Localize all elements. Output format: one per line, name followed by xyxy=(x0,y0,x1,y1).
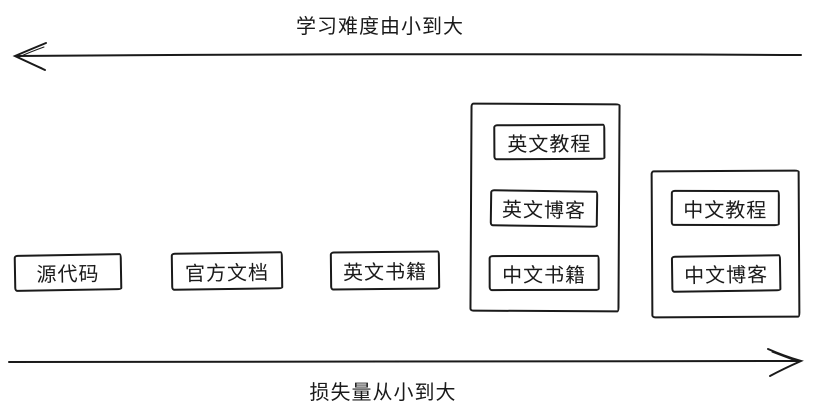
node-official-docs: 官方文档 xyxy=(170,251,284,291)
group-box-english-resources: 英文教程 英文博客 中文书籍 xyxy=(469,102,621,313)
node-chinese-books: 中文书籍 xyxy=(488,254,600,292)
bottom-arrow xyxy=(8,348,804,377)
node-chinese-tutorials: 中文教程 xyxy=(670,189,780,227)
group-box-chinese-resources: 中文教程 中文博客 xyxy=(650,169,801,319)
node-source-code: 源代码 xyxy=(13,253,123,292)
node-chinese-blogs: 中文博客 xyxy=(670,254,782,293)
node-english-blogs: 英文博客 xyxy=(489,189,599,228)
node-english-books: 英文书籍 xyxy=(329,250,441,291)
bottom-arrow-label: 损失量从小到大 xyxy=(309,382,457,404)
top-arrow-label: 学习难度由小到大 xyxy=(296,16,464,38)
node-english-tutorials: 英文教程 xyxy=(493,123,606,161)
top-arrow xyxy=(12,42,802,71)
